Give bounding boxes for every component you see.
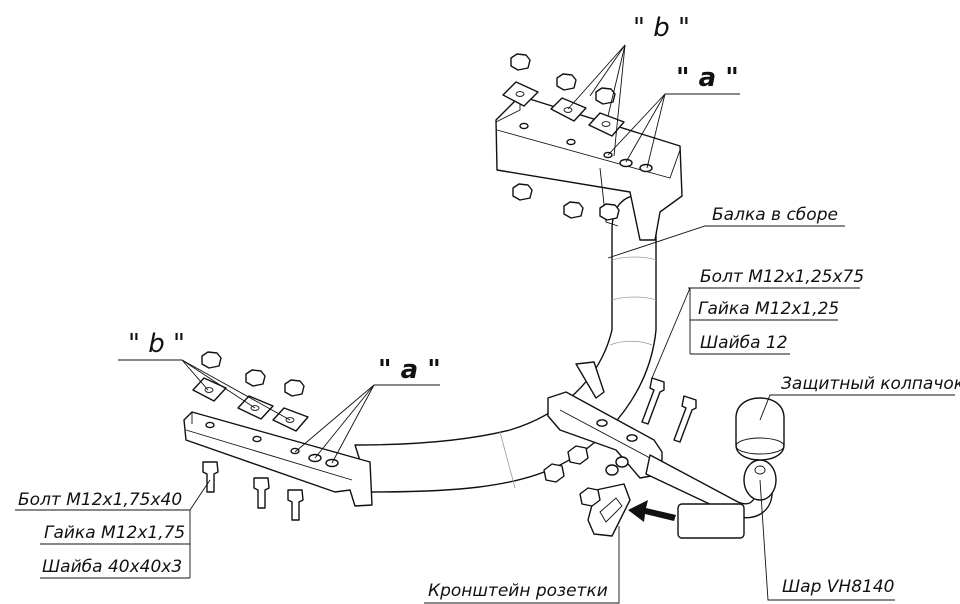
- label-beam: Балка в сборе: [712, 205, 838, 225]
- label-washer-left: Шайба 40х40х3: [42, 557, 182, 577]
- label-cap: Защитный колпачок: [781, 374, 960, 394]
- label-socket-bracket: Кронштейн розетки: [428, 581, 608, 601]
- label-b-left: " b ": [128, 329, 185, 359]
- left-mounting-bracket: [183, 411, 373, 507]
- protective-cap: [735, 397, 785, 461]
- socket-bracket-plate: [547, 361, 663, 479]
- top-bracket-holes: [519, 122, 653, 173]
- label-ball: Шар VH8140: [782, 577, 894, 597]
- label-bolt-right: Болт М12х1,25х75: [700, 267, 864, 287]
- socket-arrow: [628, 500, 676, 522]
- label-washer-right: Шайба 12: [700, 333, 788, 353]
- annotation-labels: " b " " a " " b " " a " Балка в сборе Бо…: [18, 13, 960, 601]
- left-washers: [192, 377, 309, 432]
- top-mounting-bracket: [495, 95, 683, 241]
- right-bolts: [641, 377, 697, 443]
- right-nuts-washers: [543, 445, 629, 507]
- left-bolts: [202, 461, 304, 521]
- leader-lines: [15, 44, 955, 604]
- label-a-top: " a ": [676, 63, 739, 93]
- top-nuts: [510, 53, 620, 221]
- label-a-left: " a ": [378, 355, 441, 385]
- label-bolt-left: Болт М12х1,75х40: [18, 490, 182, 510]
- left-nuts: [201, 351, 305, 397]
- label-nut-right: Гайка М12х1,25: [698, 299, 839, 319]
- top-washers: [502, 81, 625, 137]
- label-nut-left: Гайка М12х1,75: [44, 523, 185, 543]
- label-b-top: " b ": [633, 13, 690, 43]
- plate-placeholder: [677, 503, 745, 539]
